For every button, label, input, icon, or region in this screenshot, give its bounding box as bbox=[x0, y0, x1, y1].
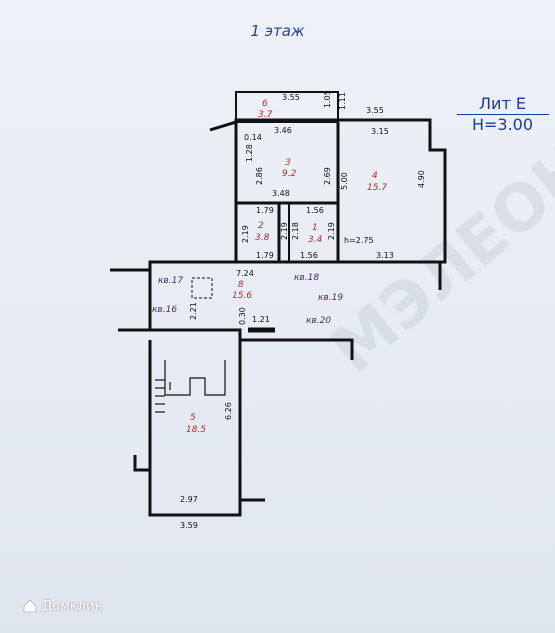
room-2-area: 3.8 bbox=[255, 233, 270, 243]
room-4-area: 15.7 bbox=[367, 183, 387, 193]
lit-label: Лит Е H=3.00 bbox=[455, 94, 550, 135]
dim-111: 1.11 bbox=[338, 92, 347, 110]
dim-105: 1.05 bbox=[323, 90, 332, 108]
brand-domclick: Домклик bbox=[22, 598, 102, 614]
dim-724: 7.24 bbox=[236, 269, 254, 278]
room-6-area: 3.7 bbox=[258, 110, 273, 120]
dim-355b: 3.55 bbox=[366, 106, 384, 115]
wall-stair bbox=[148, 340, 265, 517]
stairs bbox=[155, 360, 226, 413]
dim-221: 2.21 bbox=[189, 302, 198, 320]
wall-top-block bbox=[209, 118, 447, 264]
room-3-id: 3 bbox=[285, 158, 291, 168]
room-2-id: 2 bbox=[258, 221, 264, 231]
lit-height: H=3.00 bbox=[471, 115, 534, 134]
room-6-id: 6 bbox=[262, 99, 268, 109]
wall-stair-notch bbox=[133, 455, 150, 472]
room-5-id: 5 bbox=[190, 413, 196, 423]
dim-030: 0.30 bbox=[238, 307, 247, 325]
wall-room-6 bbox=[235, 91, 339, 123]
brand-name: Домклик bbox=[42, 598, 103, 614]
dim-219c: 2.19 bbox=[327, 222, 336, 240]
dim-348: 3.48 bbox=[272, 189, 290, 198]
wall-corridor-left bbox=[118, 270, 152, 332]
apartment-20: кв.20 bbox=[306, 316, 331, 326]
house-icon bbox=[23, 599, 37, 613]
room-8-area: 15.6 bbox=[232, 291, 252, 301]
dim-297: 2.97 bbox=[180, 495, 198, 504]
dim-014: 0.14 bbox=[244, 133, 262, 142]
apartment-19: кв.19 bbox=[318, 293, 343, 303]
dim-128: 1.28 bbox=[245, 144, 254, 162]
dim-626: 6.26 bbox=[224, 402, 233, 420]
dim-219a: 2.19 bbox=[241, 225, 250, 243]
dim-315: 3.15 bbox=[371, 127, 389, 136]
dim-359: 3.59 bbox=[180, 521, 198, 530]
walls bbox=[110, 91, 447, 517]
room-8-id: 8 bbox=[238, 280, 244, 290]
apartment-17: кв.17 bbox=[158, 276, 183, 286]
floor-title: 1 этаж bbox=[250, 22, 305, 40]
room-1-id: 1 bbox=[312, 223, 318, 233]
lit-name: Лит Е bbox=[479, 94, 526, 113]
dim-h275: h=2.75 bbox=[344, 236, 374, 245]
dim-286: 2.86 bbox=[255, 167, 264, 185]
dim-355a: 3.55 bbox=[282, 93, 300, 102]
room-4-id: 4 bbox=[372, 171, 378, 181]
dim-218: 2.18 bbox=[291, 222, 300, 240]
room-5-area: 18.5 bbox=[186, 425, 206, 435]
apartment-18: кв.18 bbox=[294, 273, 319, 283]
room-1-area: 3.4 bbox=[308, 235, 323, 245]
dim-179b: 1.79 bbox=[256, 251, 274, 260]
dim-219b: 2.19 bbox=[280, 222, 289, 240]
dim-346: 3.46 bbox=[274, 126, 292, 135]
stairs-outline bbox=[164, 360, 226, 396]
apartment-16: кв.16 bbox=[152, 305, 177, 315]
dim-490: 4.90 bbox=[417, 170, 426, 188]
wall-corridor-top bbox=[110, 260, 442, 290]
lit-divider bbox=[456, 114, 549, 115]
shaft-dashed bbox=[191, 277, 213, 299]
dim-121: 1.21 bbox=[252, 315, 270, 324]
dim-313: 3.13 bbox=[376, 251, 394, 260]
dim-500: 5.00 bbox=[340, 172, 349, 190]
dim-179a: 1.79 bbox=[256, 206, 274, 215]
dim-156b: 1.56 bbox=[300, 251, 318, 260]
dim-156a: 1.56 bbox=[306, 206, 324, 215]
room-3-area: 9.2 bbox=[282, 169, 297, 179]
dim-269: 2.69 bbox=[323, 167, 332, 185]
